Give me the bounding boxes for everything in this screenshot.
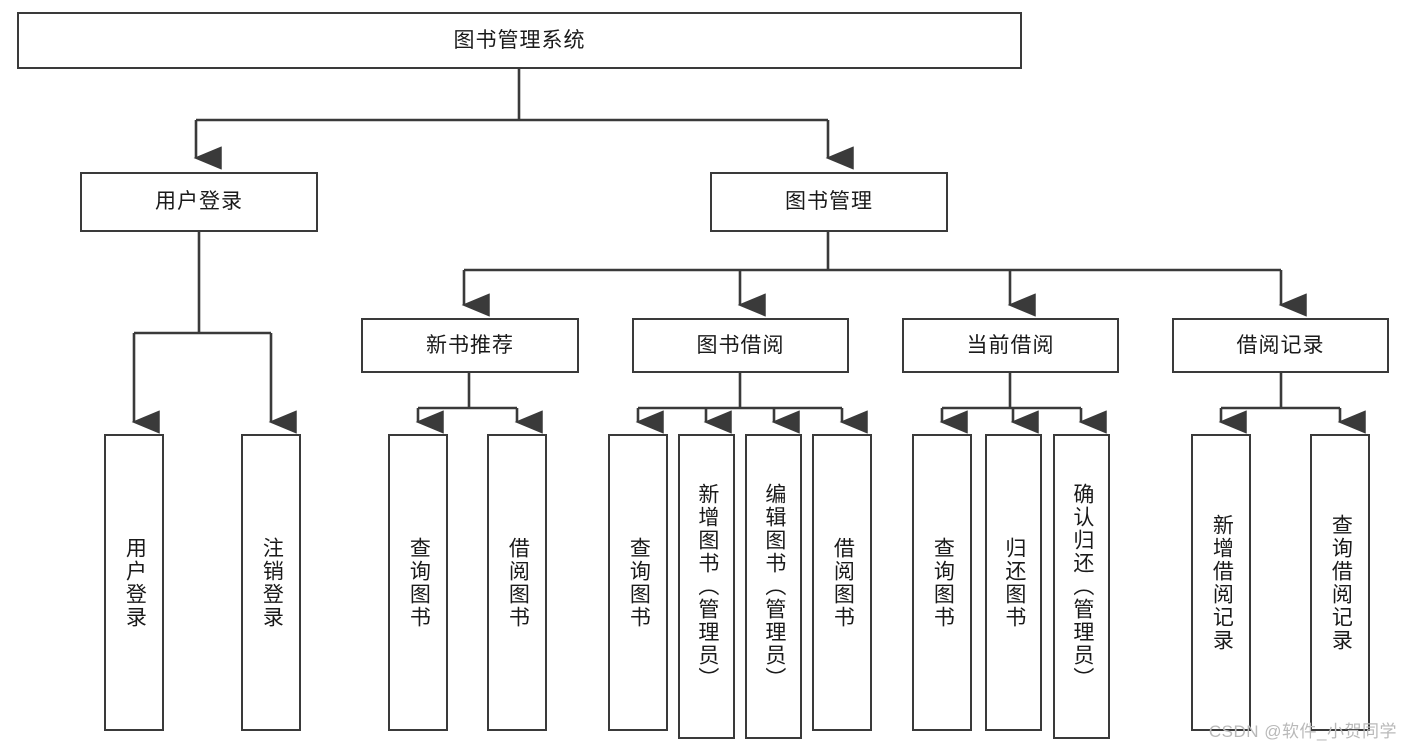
leaf-confirm-return-admin[interactable]: 确认归还（管理员） (1053, 434, 1110, 739)
node-new-book-recommend[interactable]: 新书推荐 (361, 318, 579, 373)
leaf-add-book-admin[interactable]: 新增图书（管理员） (678, 434, 735, 739)
leaf-query-book-current[interactable]: 查询图书 (912, 434, 972, 731)
node-current-borrow[interactable]: 当前借阅 (902, 318, 1119, 373)
node-borrow-record-label: 借阅记录 (1236, 333, 1325, 357)
node-user-login[interactable]: 用户登录 (80, 172, 318, 232)
leaf-user-login[interactable]: 用户登录 (104, 434, 164, 731)
node-borrow-record[interactable]: 借阅记录 (1172, 318, 1389, 373)
leaf-query-borrow-record[interactable]: 查询借阅记录 (1310, 434, 1370, 731)
leaf-query-book-current-label: 查询图书 (931, 536, 955, 629)
node-book-management[interactable]: 图书管理 (710, 172, 948, 232)
leaf-borrow-book-rec-label: 借阅图书 (506, 536, 530, 629)
leaf-add-borrow-record-label: 新增借阅记录 (1210, 513, 1234, 652)
node-book-management-label: 图书管理 (785, 190, 873, 214)
leaf-add-borrow-record[interactable]: 新增借阅记录 (1191, 434, 1251, 731)
leaf-add-book-admin-label: 新增图书（管理员） (695, 483, 719, 690)
leaf-return-book[interactable]: 归还图书 (985, 434, 1042, 731)
leaf-user-login-label: 用户登录 (123, 536, 147, 629)
leaf-edit-book-admin[interactable]: 编辑图书（管理员） (745, 434, 802, 739)
leaf-query-book-borrow-label: 查询图书 (627, 536, 651, 629)
leaf-logout-label: 注销登录 (260, 536, 284, 629)
node-book-borrow-label: 图书借阅 (696, 333, 785, 357)
leaf-return-book-label: 归还图书 (1002, 536, 1026, 629)
watermark-text: CSDN @软件_小贺同学 (1208, 722, 1397, 741)
leaf-borrow-book-rec[interactable]: 借阅图书 (487, 434, 547, 731)
leaf-query-borrow-record-label: 查询借阅记录 (1329, 513, 1353, 652)
leaf-edit-book-admin-label: 编辑图书（管理员） (762, 483, 786, 690)
leaf-confirm-return-admin-label: 确认归还（管理员） (1070, 483, 1094, 690)
node-book-borrow[interactable]: 图书借阅 (632, 318, 849, 373)
leaf-query-book-borrow[interactable]: 查询图书 (608, 434, 668, 731)
leaf-borrow-book-label: 借阅图书 (831, 536, 855, 629)
node-current-borrow-label: 当前借阅 (966, 333, 1055, 357)
node-root-label: 图书管理系统 (453, 28, 586, 52)
leaf-query-book-rec[interactable]: 查询图书 (388, 434, 448, 731)
leaf-borrow-book[interactable]: 借阅图书 (812, 434, 872, 731)
leaf-logout[interactable]: 注销登录 (241, 434, 301, 731)
node-new-book-recommend-label: 新书推荐 (426, 333, 514, 357)
node-root[interactable]: 图书管理系统 (17, 12, 1022, 69)
leaf-query-book-rec-label: 查询图书 (407, 536, 431, 629)
node-user-login-label: 用户登录 (155, 190, 243, 214)
